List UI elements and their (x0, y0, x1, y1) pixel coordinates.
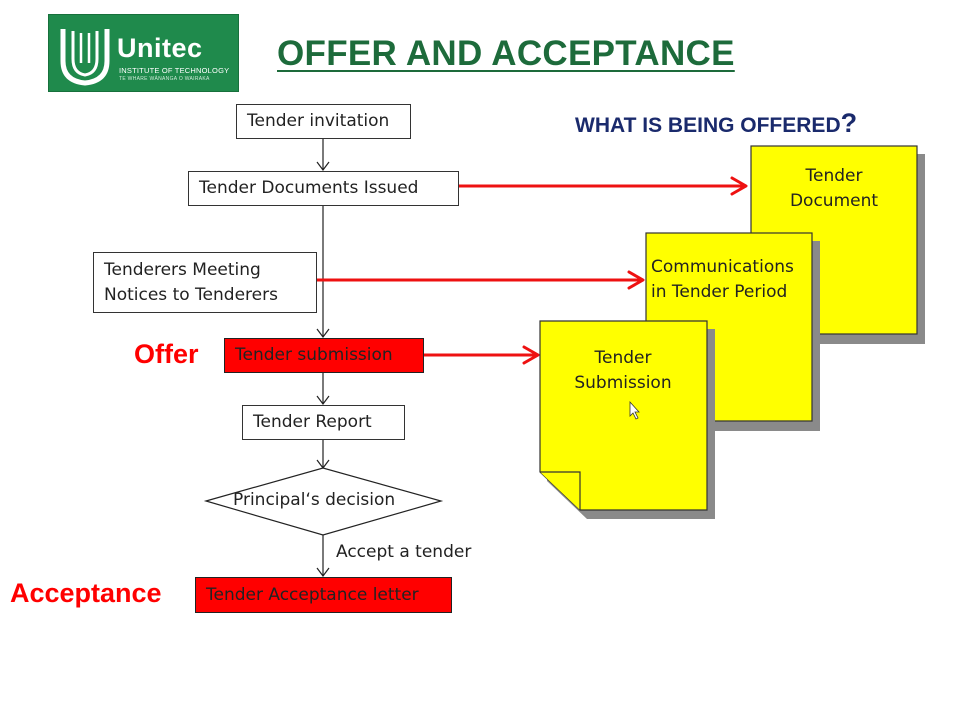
tender-submission-text: Tender Submission (540, 346, 706, 396)
doc1-line-2: Document (789, 191, 879, 211)
tender-document-text: Tender Document (751, 164, 917, 214)
tender-submission-box: Tender submission (224, 338, 424, 373)
unitec-emblem-icon (60, 29, 110, 86)
doc2-line-1: Communications (651, 257, 794, 277)
question-mark: ? (840, 108, 858, 138)
tender-report-box: Tender Report (242, 405, 405, 440)
principals-decision-label: Principal‘s decision (233, 490, 396, 510)
doc3-line-1: Tender (594, 348, 652, 368)
logo-subtitle: INSTITUTE OF TECHNOLOGY (119, 66, 230, 75)
meeting-line-1: Tenderers Meeting (104, 260, 261, 280)
offer-label: Offer (134, 339, 199, 369)
question-heading: WHAT IS BEING OFFERED? (575, 108, 857, 139)
doc2-line-2: in Tender Period (651, 282, 788, 302)
communications-text: Communications in Tender Period (651, 255, 811, 305)
doc1-line-1: Tender (805, 166, 863, 186)
accept-a-tender-label: Accept a tender (336, 542, 472, 562)
logo-wordmark: Unitec (117, 33, 203, 63)
tender-acceptance-letter-box: Tender Acceptance letter (195, 577, 452, 613)
tenderers-meeting-box: Tenderers Meeting Notices to Tenderers (93, 252, 317, 313)
meeting-line-2: Notices to Tenderers (104, 285, 278, 305)
unitec-logo: Unitec INSTITUTE OF TECHNOLOGY TE WHARE … (48, 14, 239, 92)
tender-documents-issued-box: Tender Documents Issued (188, 171, 459, 206)
mouse-cursor-icon (629, 400, 640, 420)
acceptance-label: Acceptance (10, 578, 162, 608)
tender-submission-sheet (539, 320, 715, 519)
decision-diamond (203, 467, 444, 536)
doc3-line-2: Submission (574, 373, 672, 393)
tender-invitation-box: Tender invitation (236, 104, 411, 139)
question-text: WHAT IS BEING OFFERED (575, 114, 841, 137)
logo-tagline: TE WHARE WĀNANGA O WAIRAKA (119, 76, 210, 82)
slide-title: OFFER AND ACCEPTANCE (277, 34, 735, 73)
